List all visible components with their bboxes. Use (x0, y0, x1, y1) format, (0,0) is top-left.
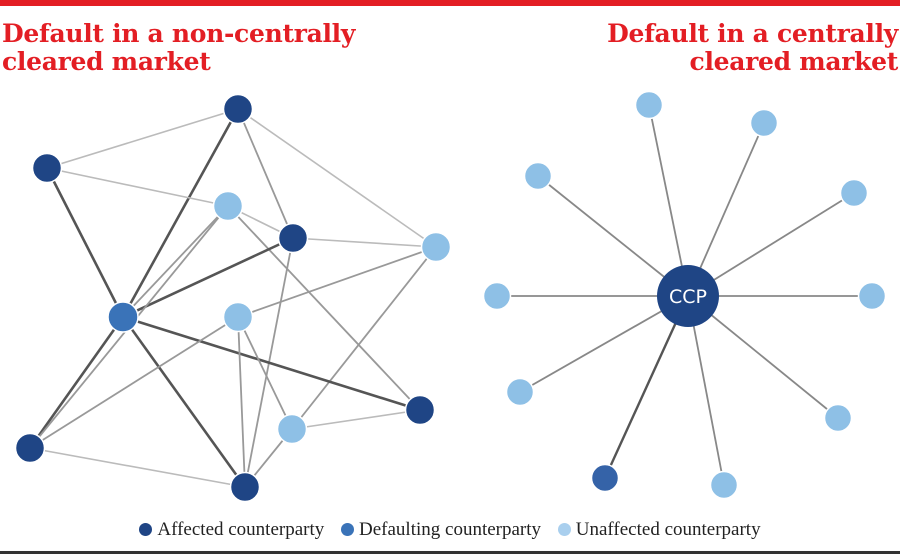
unaffected-node (482, 281, 512, 311)
ccp-label: CCP (669, 286, 707, 308)
affected-node (14, 432, 46, 464)
edge-B-F (45, 167, 125, 318)
right-title-line-1: Default in a centrally (607, 19, 898, 48)
edge-D-F (122, 236, 294, 319)
edge-F-J (28, 316, 125, 449)
right-title-line-2: cleared market (689, 47, 899, 76)
unaffected-node (857, 281, 887, 311)
edge-F-H (122, 315, 421, 412)
unaffected-node (420, 231, 452, 263)
unaffected-node (505, 377, 535, 407)
ccp-spoke (603, 295, 690, 479)
bottom-rule (0, 551, 900, 554)
legend-unaffected: Unaffected counterparty (557, 519, 761, 540)
unaffected-node (222, 301, 254, 333)
ccp-spoke (519, 295, 689, 393)
edge-G-J (29, 316, 239, 449)
ccp-spoke (687, 192, 855, 297)
defaulting-node (107, 301, 139, 333)
affected-dot-icon (139, 523, 153, 536)
defaulting-dot-icon (341, 523, 355, 536)
edge-F-K (121, 316, 247, 488)
legend-defaulting: Defaulting counterparty (341, 519, 541, 540)
unaffected-node (823, 403, 853, 433)
unaffected-node (709, 470, 739, 500)
ccp-spoke (687, 295, 839, 419)
legend-label: Affected counterparty (157, 519, 325, 540)
unaffected-node (212, 190, 244, 222)
unaffected-node (523, 161, 553, 191)
edge-I-H (291, 409, 421, 430)
edge-A-F (121, 108, 240, 318)
left-title-line-1: Default in a non-centrally (2, 19, 356, 48)
ccp-spoke (648, 104, 689, 297)
unaffected-node (276, 413, 308, 445)
edge-A-E (237, 108, 437, 248)
affected-node (229, 471, 261, 503)
unaffected-node (839, 178, 869, 208)
top-red-bar (0, 0, 900, 6)
ccp-spoke (537, 175, 689, 297)
edge-D-E (292, 237, 437, 248)
unaffected-dot-icon (557, 523, 571, 536)
legend-label: Unaffected counterparty (575, 519, 761, 540)
legend-affected: Affected counterparty (139, 519, 324, 540)
ccp-node (657, 265, 719, 327)
affected-node (222, 93, 254, 125)
edge-G-I (237, 316, 293, 430)
affected-node (590, 463, 620, 493)
left-title: Default in a non-centrally cleared marke… (2, 20, 355, 76)
unaffected-node (749, 108, 779, 138)
edge-A-D (237, 108, 294, 239)
edge-G-K (237, 316, 246, 488)
affected-node (31, 152, 63, 184)
edge-E-I (291, 246, 437, 430)
edge-C-H (227, 205, 421, 411)
edge-E-G (237, 246, 437, 318)
edge-J-K (29, 447, 246, 488)
affected-node (277, 222, 309, 254)
unaffected-node (634, 90, 664, 120)
left-title-line-2: cleared market (2, 47, 211, 76)
ccp-spoke (687, 122, 765, 297)
edge-A-B (46, 108, 239, 169)
ccp-spoke (687, 295, 725, 486)
legend: Affected counterparty Defaulting counter… (0, 519, 900, 541)
right-title: Default in a centrally cleared market (607, 20, 898, 76)
edge-C-F (122, 205, 229, 318)
affected-node (404, 394, 436, 426)
legend-label: Defaulting counterparty (359, 519, 542, 540)
edge-B-C (46, 167, 229, 207)
